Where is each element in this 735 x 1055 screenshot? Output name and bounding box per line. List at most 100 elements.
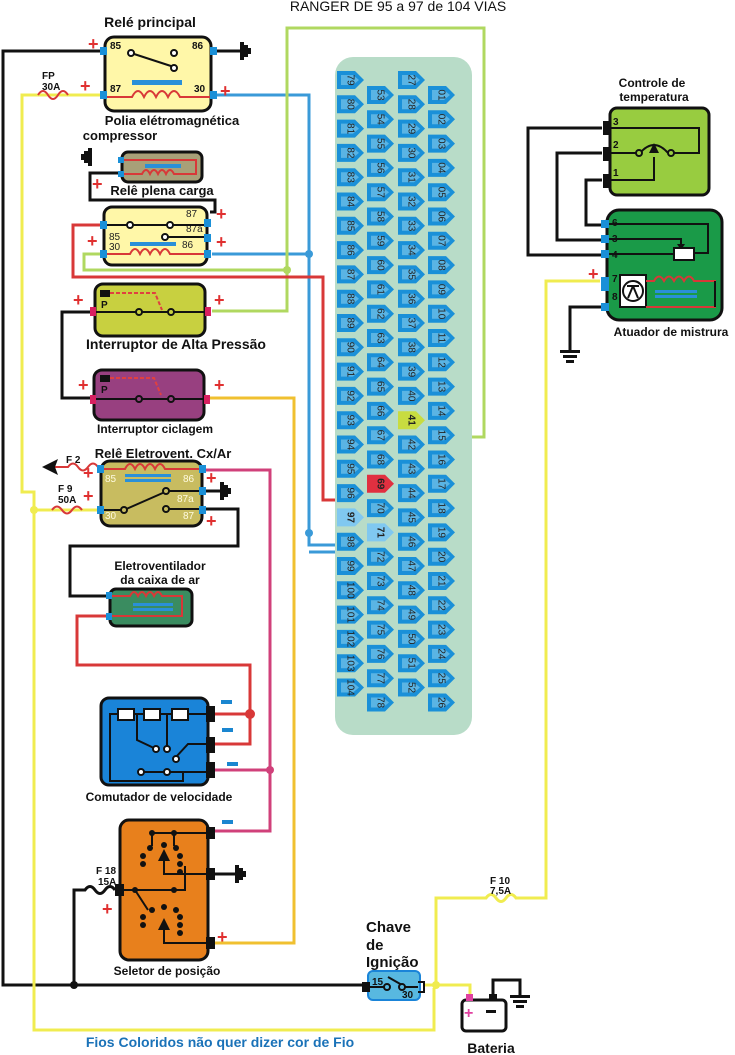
connector-pin-21: 21 xyxy=(428,572,455,590)
connector-pin-18: 18 xyxy=(428,499,455,518)
fuse-f9 xyxy=(51,505,83,515)
junction xyxy=(30,506,38,514)
connector-pin-number: 33 xyxy=(406,220,417,232)
connector-pin-15: 15 xyxy=(428,426,455,445)
position-selector[interactable]: + + xyxy=(102,818,233,962)
connector-pin-number: 63 xyxy=(375,332,386,344)
connector-pin-98: 98 xyxy=(337,532,364,551)
connector-pin-05: 05 xyxy=(428,183,455,202)
connector-pin-42: 42 xyxy=(398,435,425,454)
connector-pin-number: 31 xyxy=(406,172,417,184)
connector-pin-03: 03 xyxy=(428,134,455,153)
connector-pin-26: 26 xyxy=(428,693,455,712)
connector-pin-93: 93 xyxy=(337,411,364,430)
connector-pin-number: 101 xyxy=(345,606,356,623)
connector-pin-38: 38 xyxy=(398,338,425,357)
connector-pin-number: 77 xyxy=(375,673,386,685)
pin-30: 30 xyxy=(105,511,117,522)
connector-pin-number: 34 xyxy=(406,245,417,257)
speed-switch[interactable] xyxy=(99,696,238,787)
connector-pin-41: 41 xyxy=(398,411,425,430)
connector-pin-46: 46 xyxy=(398,532,425,551)
connector-pin-number: 94 xyxy=(345,439,356,451)
connector-pin-83: 83 xyxy=(337,168,364,187)
wire-f18 xyxy=(72,885,117,985)
minus-icon xyxy=(222,820,233,824)
connector-pin-101: 101 xyxy=(337,605,364,624)
connector-pin-89: 89 xyxy=(337,314,364,332)
junction xyxy=(245,709,255,719)
connector-pin-91: 91 xyxy=(337,362,364,381)
connector-pin-number: 100 xyxy=(345,582,356,599)
mix-actuator[interactable]: 6 3 4 7 8 + xyxy=(588,208,724,322)
pin-3: 3 xyxy=(613,117,619,128)
connector-pin-number: 58 xyxy=(375,211,386,223)
high-pressure-switch[interactable]: P + + xyxy=(73,282,225,338)
plus-icon: + xyxy=(80,76,91,96)
connector-pin-number: 48 xyxy=(406,585,417,597)
connector-pin-12: 12 xyxy=(428,353,455,372)
wire-magenta xyxy=(205,468,272,833)
clutch-label-2: compressor xyxy=(83,128,157,143)
connector-pin-number: 21 xyxy=(436,575,447,587)
wire-black-batt-gnd xyxy=(491,978,522,1000)
pin-87: 87 xyxy=(110,84,122,95)
minus-icon xyxy=(227,762,238,766)
connector-pin-number: 49 xyxy=(406,609,417,621)
connector-pin-number: 38 xyxy=(406,342,417,354)
cycling-switch[interactable]: P + + xyxy=(78,368,225,422)
wire-orange-cycling xyxy=(205,396,296,945)
ignition-label: Chave xyxy=(366,919,411,936)
connector-pin-86: 86 xyxy=(337,241,364,260)
connector-pin-22: 22 xyxy=(428,596,455,615)
battery[interactable]: + xyxy=(460,994,508,1033)
pin-p: P xyxy=(101,300,108,311)
wire-black-main-bus xyxy=(1,49,365,987)
pin-87a: 87a xyxy=(177,494,194,505)
connector-pin-75: 75 xyxy=(367,620,394,639)
plus-icon: + xyxy=(220,81,231,101)
connector-pin-number: 22 xyxy=(436,600,447,612)
clutch-coil[interactable] xyxy=(118,150,204,184)
fuse-fp-rating: 30A xyxy=(42,82,60,93)
wire-red-blower-2 xyxy=(212,714,252,746)
main-relay[interactable]: Relé principal 85 86 87 30 + + + xyxy=(80,14,231,113)
connector-pin-87: 87 xyxy=(337,265,364,284)
ignition-switch[interactable]: 15 30 xyxy=(362,970,425,1001)
connector-pin-10: 10 xyxy=(428,304,455,323)
connector-pin-30: 30 xyxy=(398,143,425,162)
pin-86: 86 xyxy=(192,41,204,52)
connector-pin-43: 43 xyxy=(398,459,425,478)
connector-pin-92: 92 xyxy=(337,386,364,405)
connector-pin-68: 68 xyxy=(367,450,394,469)
connector-pin-number: 92 xyxy=(345,390,356,402)
connector-pin-number: 72 xyxy=(375,551,386,563)
pin-85: 85 xyxy=(105,474,117,485)
connector-pin-number: 23 xyxy=(436,624,447,636)
connector-pin-88: 88 xyxy=(337,289,364,308)
connector-pin-44: 44 xyxy=(398,484,425,503)
connector-pin-104: 104 xyxy=(337,678,364,697)
connector-pin-number: 25 xyxy=(436,673,447,685)
plus-icon: + xyxy=(83,463,94,483)
connector-pin-74: 74 xyxy=(367,596,394,615)
full-load-relay[interactable]: 85 87 87a 30 86 + + + xyxy=(87,204,227,267)
connector-pin-90: 90 xyxy=(337,338,364,357)
connector-pin-102: 102 xyxy=(337,629,364,648)
wire-yellow-f10 xyxy=(434,279,600,985)
blower-motor[interactable] xyxy=(106,587,194,628)
connector-pin-number: 68 xyxy=(375,454,386,466)
temperature-control[interactable]: 3 2 1 xyxy=(603,106,711,197)
battery-label: Bateria xyxy=(467,1040,515,1055)
pin-30: 30 xyxy=(194,84,206,95)
connector-pin-number: 95 xyxy=(345,463,356,475)
fan-relay[interactable]: 85 86 87a 30 87 + + + + xyxy=(83,459,217,531)
fuse-f18-label: F 18 xyxy=(96,866,116,877)
connector-pin-94: 94 xyxy=(337,435,364,454)
connector-pin-55: 55 xyxy=(367,134,394,153)
connector-pin-58: 58 xyxy=(367,207,394,226)
speed-switch-label: Comutador de velocidade xyxy=(86,790,233,804)
main-relay-label: Relé principal xyxy=(104,14,196,30)
blower-label: Eletroventilador xyxy=(114,559,206,573)
